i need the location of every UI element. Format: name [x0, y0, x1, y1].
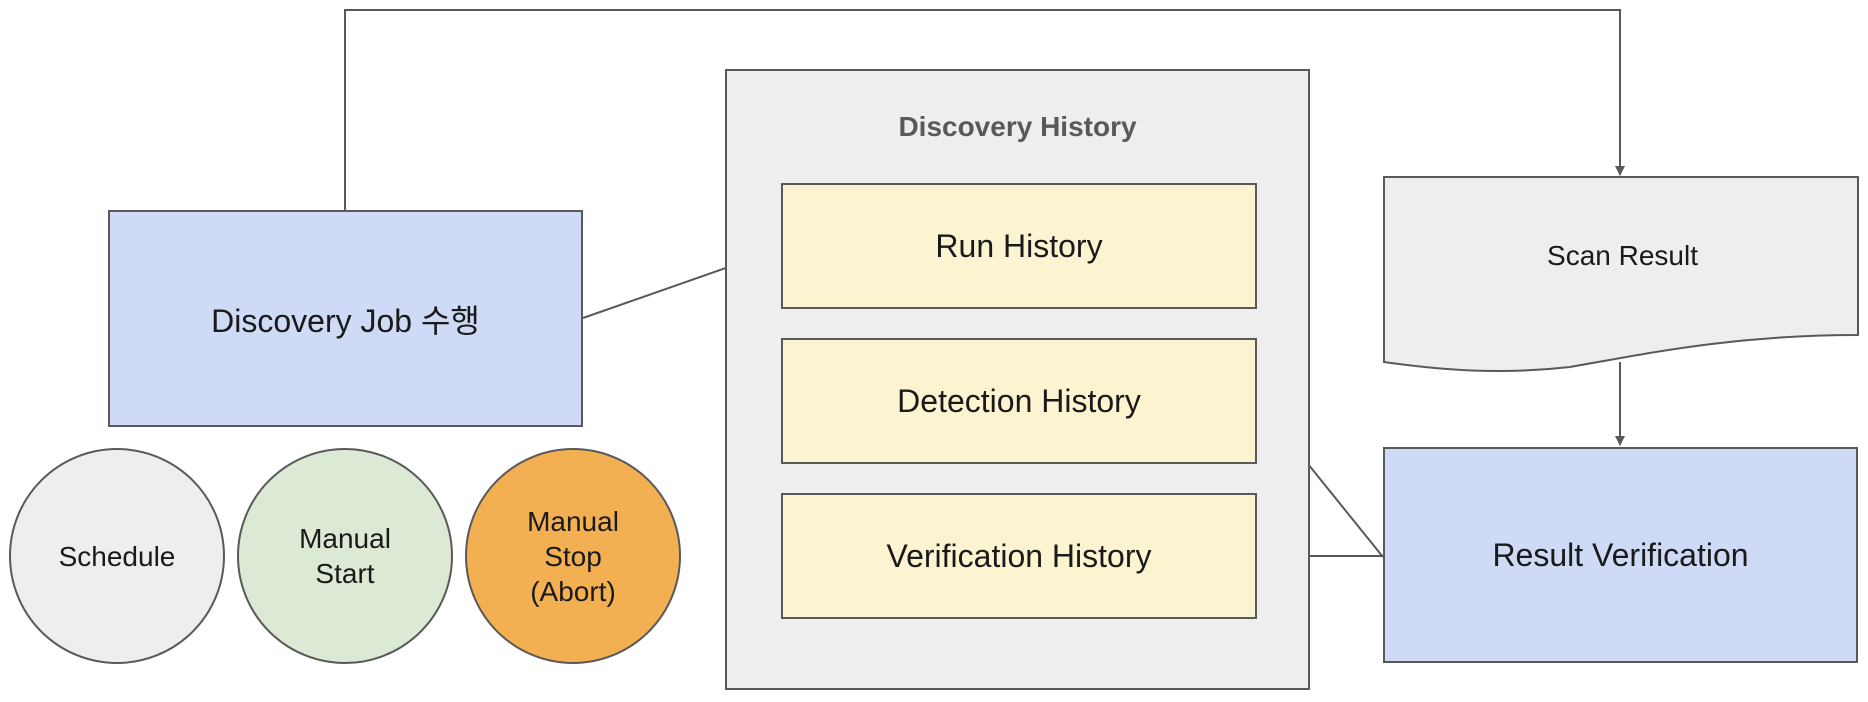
- detection-history-label: Detection History: [897, 382, 1141, 419]
- trigger-manual-stop-label: Manual Stop (Abort): [527, 505, 619, 607]
- trigger-manual-stop: Manual Stop (Abort): [465, 448, 681, 664]
- discovery-job-label: Discovery Job 수행: [211, 302, 480, 339]
- trigger-schedule-label: Schedule: [58, 540, 176, 572]
- run-history-box: Run History: [781, 183, 1257, 309]
- trigger-manual-start-label: Manual Start: [299, 523, 391, 589]
- verification-history-box: Verification History: [781, 493, 1257, 619]
- trigger-schedule: Schedule: [9, 448, 225, 664]
- trigger-manual-start: Manual Start: [237, 448, 453, 664]
- discovery-history-title: Discovery History: [898, 111, 1137, 142]
- scan-result-document-shape: [1383, 176, 1859, 373]
- result-verification-box: Result Verification: [1383, 447, 1858, 663]
- run-history-label: Run History: [935, 227, 1103, 264]
- verification-history-label: Verification History: [886, 537, 1152, 574]
- scan-result-label: Scan Result: [1547, 240, 1698, 271]
- result-verification-label: Result Verification: [1492, 536, 1749, 573]
- discovery-job-box: Discovery Job 수행: [108, 210, 583, 427]
- detection-history-box: Detection History: [781, 338, 1257, 464]
